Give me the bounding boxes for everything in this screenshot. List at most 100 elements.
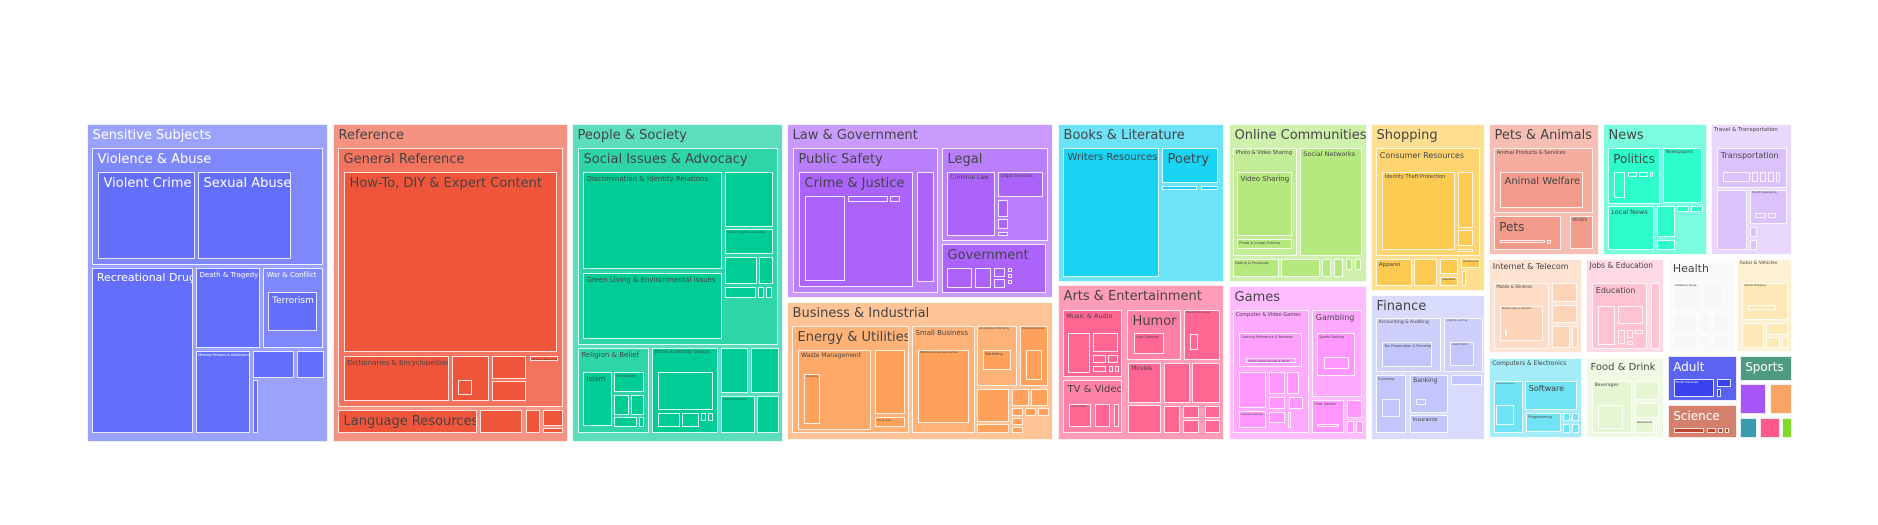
treemap-tile-sexual-abuse[interactable]: Sexual Abuse — [198, 172, 291, 259]
treemap-tile[interactable] — [708, 413, 713, 421]
treemap-tile-public-records[interactable]: Public Records — [530, 356, 558, 361]
treemap-tile[interactable] — [1650, 172, 1653, 177]
treemap-tile-marketing[interactable]: Marketing — [983, 350, 1011, 370]
treemap-tile-social-networks[interactable]: Social Networks — [1300, 148, 1362, 256]
treemap-tile[interactable] — [1317, 424, 1339, 427]
treemap-tile[interactable] — [1114, 404, 1119, 427]
treemap-tile-erotic-services[interactable]: Erotic Services — [1674, 379, 1714, 397]
treemap-tile[interactable] — [1287, 372, 1299, 394]
treemap-tile-mobile-apps-and-add-ons[interactable]: Mobile Apps & Add-Ons — [1500, 306, 1543, 341]
treemap-tile[interactable] — [1093, 355, 1106, 363]
treemap-tile[interactable] — [1752, 172, 1758, 182]
treemap-tile[interactable] — [1115, 366, 1119, 372]
treemap-tile-wildlife[interactable]: Wildlife — [1570, 216, 1593, 249]
treemap-tile-programming[interactable]: Programming — [1526, 413, 1561, 432]
treemap-tile[interactable] — [994, 279, 1005, 288]
treemap-tile-christianity[interactable]: Christianity — [614, 372, 644, 392]
treemap-tile[interactable] — [1164, 363, 1190, 403]
treemap-tile[interactable] — [1598, 405, 1623, 429]
treemap-tile[interactable] — [805, 196, 845, 281]
treemap-tile-newspapers[interactable]: Newspapers — [1663, 148, 1702, 203]
treemap-tile[interactable] — [1440, 259, 1458, 274]
treemap-tile[interactable] — [1547, 240, 1551, 244]
treemap-tile-transportation[interactable]: Transportation — [1717, 148, 1787, 188]
treemap-tile[interactable] — [1183, 420, 1199, 433]
treemap-tile[interactable] — [1269, 372, 1285, 394]
treemap-tile[interactable] — [1718, 428, 1723, 433]
treemap-tile-software[interactable]: Software — [1525, 381, 1577, 410]
treemap-tile-social-sciences[interactable]: Social Sciences — [721, 396, 755, 433]
treemap-tile[interactable] — [977, 389, 1009, 422]
treemap-tile[interactable] — [1008, 268, 1012, 272]
treemap-tile[interactable] — [1012, 408, 1023, 416]
treemap-tile-science[interactable]: Science — [1668, 405, 1737, 438]
treemap-tile-green-living-and-environmental-issues[interactable]: Green Living & Environmental Issues — [583, 273, 722, 339]
treemap-tile[interactable] — [1183, 406, 1199, 418]
treemap-tile-photo-and-image-sharing[interactable]: Photo & Image Sharing — [1237, 239, 1292, 249]
treemap-tile[interactable] — [1768, 213, 1776, 218]
treemap-tile-local-news[interactable]: Local News — [1608, 206, 1654, 250]
treemap-tile-substance-abuse[interactable]: Substance Abuse — [1673, 283, 1701, 311]
treemap-tile-video-sharing[interactable]: Video Sharing — [1237, 172, 1292, 236]
treemap-tile[interactable] — [1239, 372, 1266, 408]
treemap-tile[interactable] — [1740, 384, 1766, 414]
treemap-tile[interactable] — [917, 172, 934, 282]
treemap-tile[interactable] — [1782, 418, 1792, 438]
treemap-tile[interactable] — [1639, 172, 1648, 177]
treemap-tile[interactable] — [1012, 389, 1029, 406]
treemap-tile[interactable] — [1776, 172, 1780, 182]
treemap-tile-insurance[interactable]: Insurance — [1410, 415, 1448, 433]
treemap-tile[interactable] — [1770, 384, 1792, 414]
treemap-tile-human-rights-and-liberties[interactable]: Human Rights & Liberties — [725, 229, 773, 254]
treemap-tile[interactable] — [543, 410, 563, 426]
treemap-tile[interactable] — [1635, 330, 1643, 334]
treemap-tile[interactable] — [1700, 335, 1710, 349]
treemap-tile-violent-crime[interactable]: Violent Crime — [98, 172, 195, 259]
treemap-tile-shopping-portals[interactable]: Shopping Portals — [1461, 259, 1480, 268]
treemap-tile-card-games[interactable]: Card Games — [1312, 400, 1344, 433]
treemap-tile-criminal-law[interactable]: Criminal Law — [947, 172, 995, 236]
treemap-tile[interactable] — [1095, 404, 1110, 427]
treemap-tile-movies[interactable]: Movies — [1128, 363, 1161, 403]
treemap-tile[interactable] — [1416, 399, 1426, 405]
treemap-tile[interactable] — [1712, 313, 1730, 333]
treemap-tile-recycling[interactable]: Recycling — [804, 374, 820, 424]
treemap-tile[interactable] — [1723, 172, 1750, 182]
treemap-tile[interactable] — [759, 257, 773, 284]
treemap-tile[interactable] — [639, 417, 644, 427]
treemap-tile[interactable] — [1128, 405, 1161, 433]
treemap-tile[interactable] — [1068, 333, 1090, 373]
treemap-tile[interactable] — [975, 268, 991, 288]
treemap-tile[interactable] — [1651, 283, 1660, 349]
treemap-tile[interactable] — [1766, 323, 1788, 335]
treemap-tile-writers-resources[interactable]: Writers Resources — [1063, 148, 1159, 277]
treemap-tile-language-resources[interactable]: Language Resources — [338, 410, 477, 433]
treemap-tile-casual-games[interactable]: Casual Games — [1239, 411, 1266, 428]
treemap-tile-online-video[interactable]: Online Video — [1069, 404, 1091, 427]
treemap-tile[interactable] — [1717, 190, 1747, 250]
treemap-tile[interactable] — [766, 287, 772, 298]
treemap-tile-death-and-tragedy[interactable]: Death & Tragedy — [196, 268, 260, 348]
treemap-tile[interactable] — [1008, 280, 1012, 284]
treemap-tile[interactable] — [1700, 313, 1710, 333]
treemap-tile[interactable] — [1627, 341, 1633, 345]
treemap-tile[interactable] — [458, 380, 472, 395]
treemap-tile[interactable] — [757, 396, 779, 433]
treemap-tile[interactable] — [1618, 306, 1643, 324]
treemap-tile[interactable] — [1552, 283, 1577, 302]
treemap-tile-apparel[interactable]: Apparel — [1376, 259, 1412, 286]
treemap-tile[interactable] — [1717, 389, 1721, 397]
treemap-tile[interactable] — [1740, 418, 1757, 438]
treemap-tile-banking[interactable]: Banking — [1410, 375, 1448, 413]
treemap-tile[interactable] — [1674, 428, 1704, 433]
treemap-tile[interactable] — [526, 410, 540, 433]
treemap-tile-legal-services[interactable]: Legal Services — [998, 172, 1043, 197]
treemap-tile[interactable] — [1093, 333, 1118, 352]
treemap-tile[interactable] — [994, 268, 1005, 277]
treemap-tile[interactable] — [1026, 350, 1042, 380]
treemap-tile[interactable] — [998, 219, 1008, 229]
treemap-tile[interactable] — [253, 351, 294, 378]
treemap-tile[interactable] — [1356, 421, 1363, 433]
treemap-tile-missing-persons-and-abductions[interactable]: Missing Persons & Abductions — [196, 351, 250, 433]
treemap-tile[interactable] — [1766, 337, 1780, 348]
